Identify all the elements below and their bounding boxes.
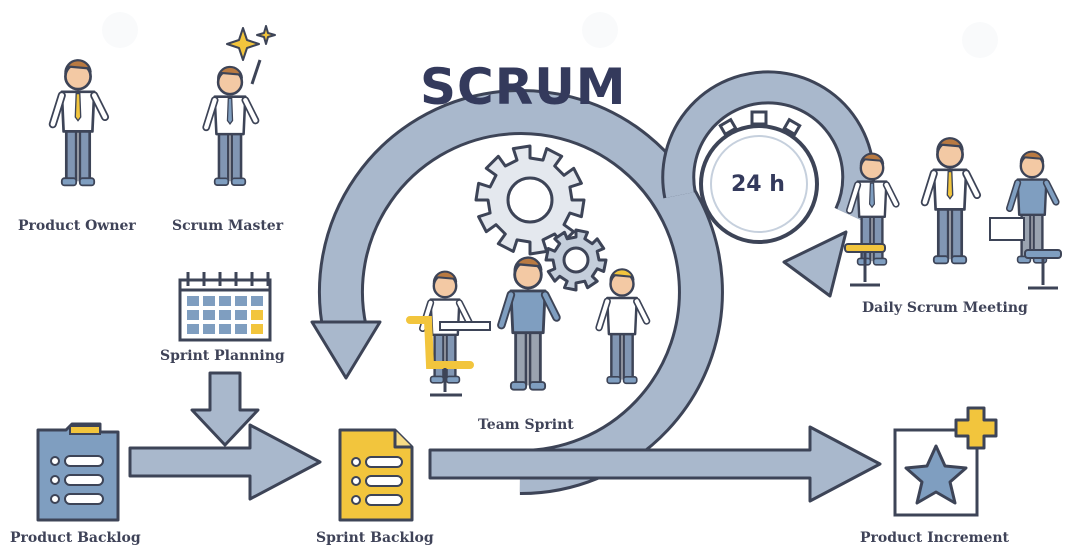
backlog-to-sprint-arrow (128, 423, 322, 501)
sprint-to-increment-arrow (428, 425, 882, 503)
person-figure (1005, 150, 1060, 264)
sprint-planning-label: Sprint Planning (160, 348, 285, 364)
daily-scrum-label: Daily Scrum Meeting (862, 300, 1028, 316)
gear-icon (544, 228, 608, 292)
person-figure (595, 268, 651, 385)
person-figure (202, 65, 260, 186)
chair-icon (1024, 249, 1062, 290)
person-figure (48, 59, 110, 187)
product-backlog-icon (36, 422, 120, 522)
scrum-master-label: Scrum Master (172, 218, 284, 234)
sprint-cycle-arrow (310, 89, 724, 496)
daily-cycle-arrow (661, 70, 876, 298)
person-figure (497, 256, 561, 391)
people-group (48, 59, 1060, 391)
sprint-backlog-label: Sprint Backlog (316, 530, 434, 546)
sparkle-icon (226, 25, 276, 61)
person-figure (845, 152, 900, 266)
page-title: SCRUM (420, 58, 627, 116)
calendar-icon (178, 272, 272, 342)
gear-icon (474, 144, 586, 256)
person-figure (920, 137, 982, 265)
product-increment-label: Product Increment (860, 530, 1009, 546)
planning-down-arrow (190, 371, 260, 447)
stopwatch-icon (699, 110, 819, 244)
chair-icon (406, 316, 491, 397)
sprint-backlog-icon (338, 428, 414, 522)
chair-icon (844, 243, 886, 287)
product-owner-label: Product Owner (18, 218, 136, 234)
team-sprint-label: Team Sprint (478, 417, 574, 433)
timer-label: 24 h (731, 172, 785, 197)
product-increment-icon (893, 406, 998, 517)
product-backlog-label: Product Backlog (10, 530, 141, 546)
laptop-icon (989, 217, 1025, 241)
